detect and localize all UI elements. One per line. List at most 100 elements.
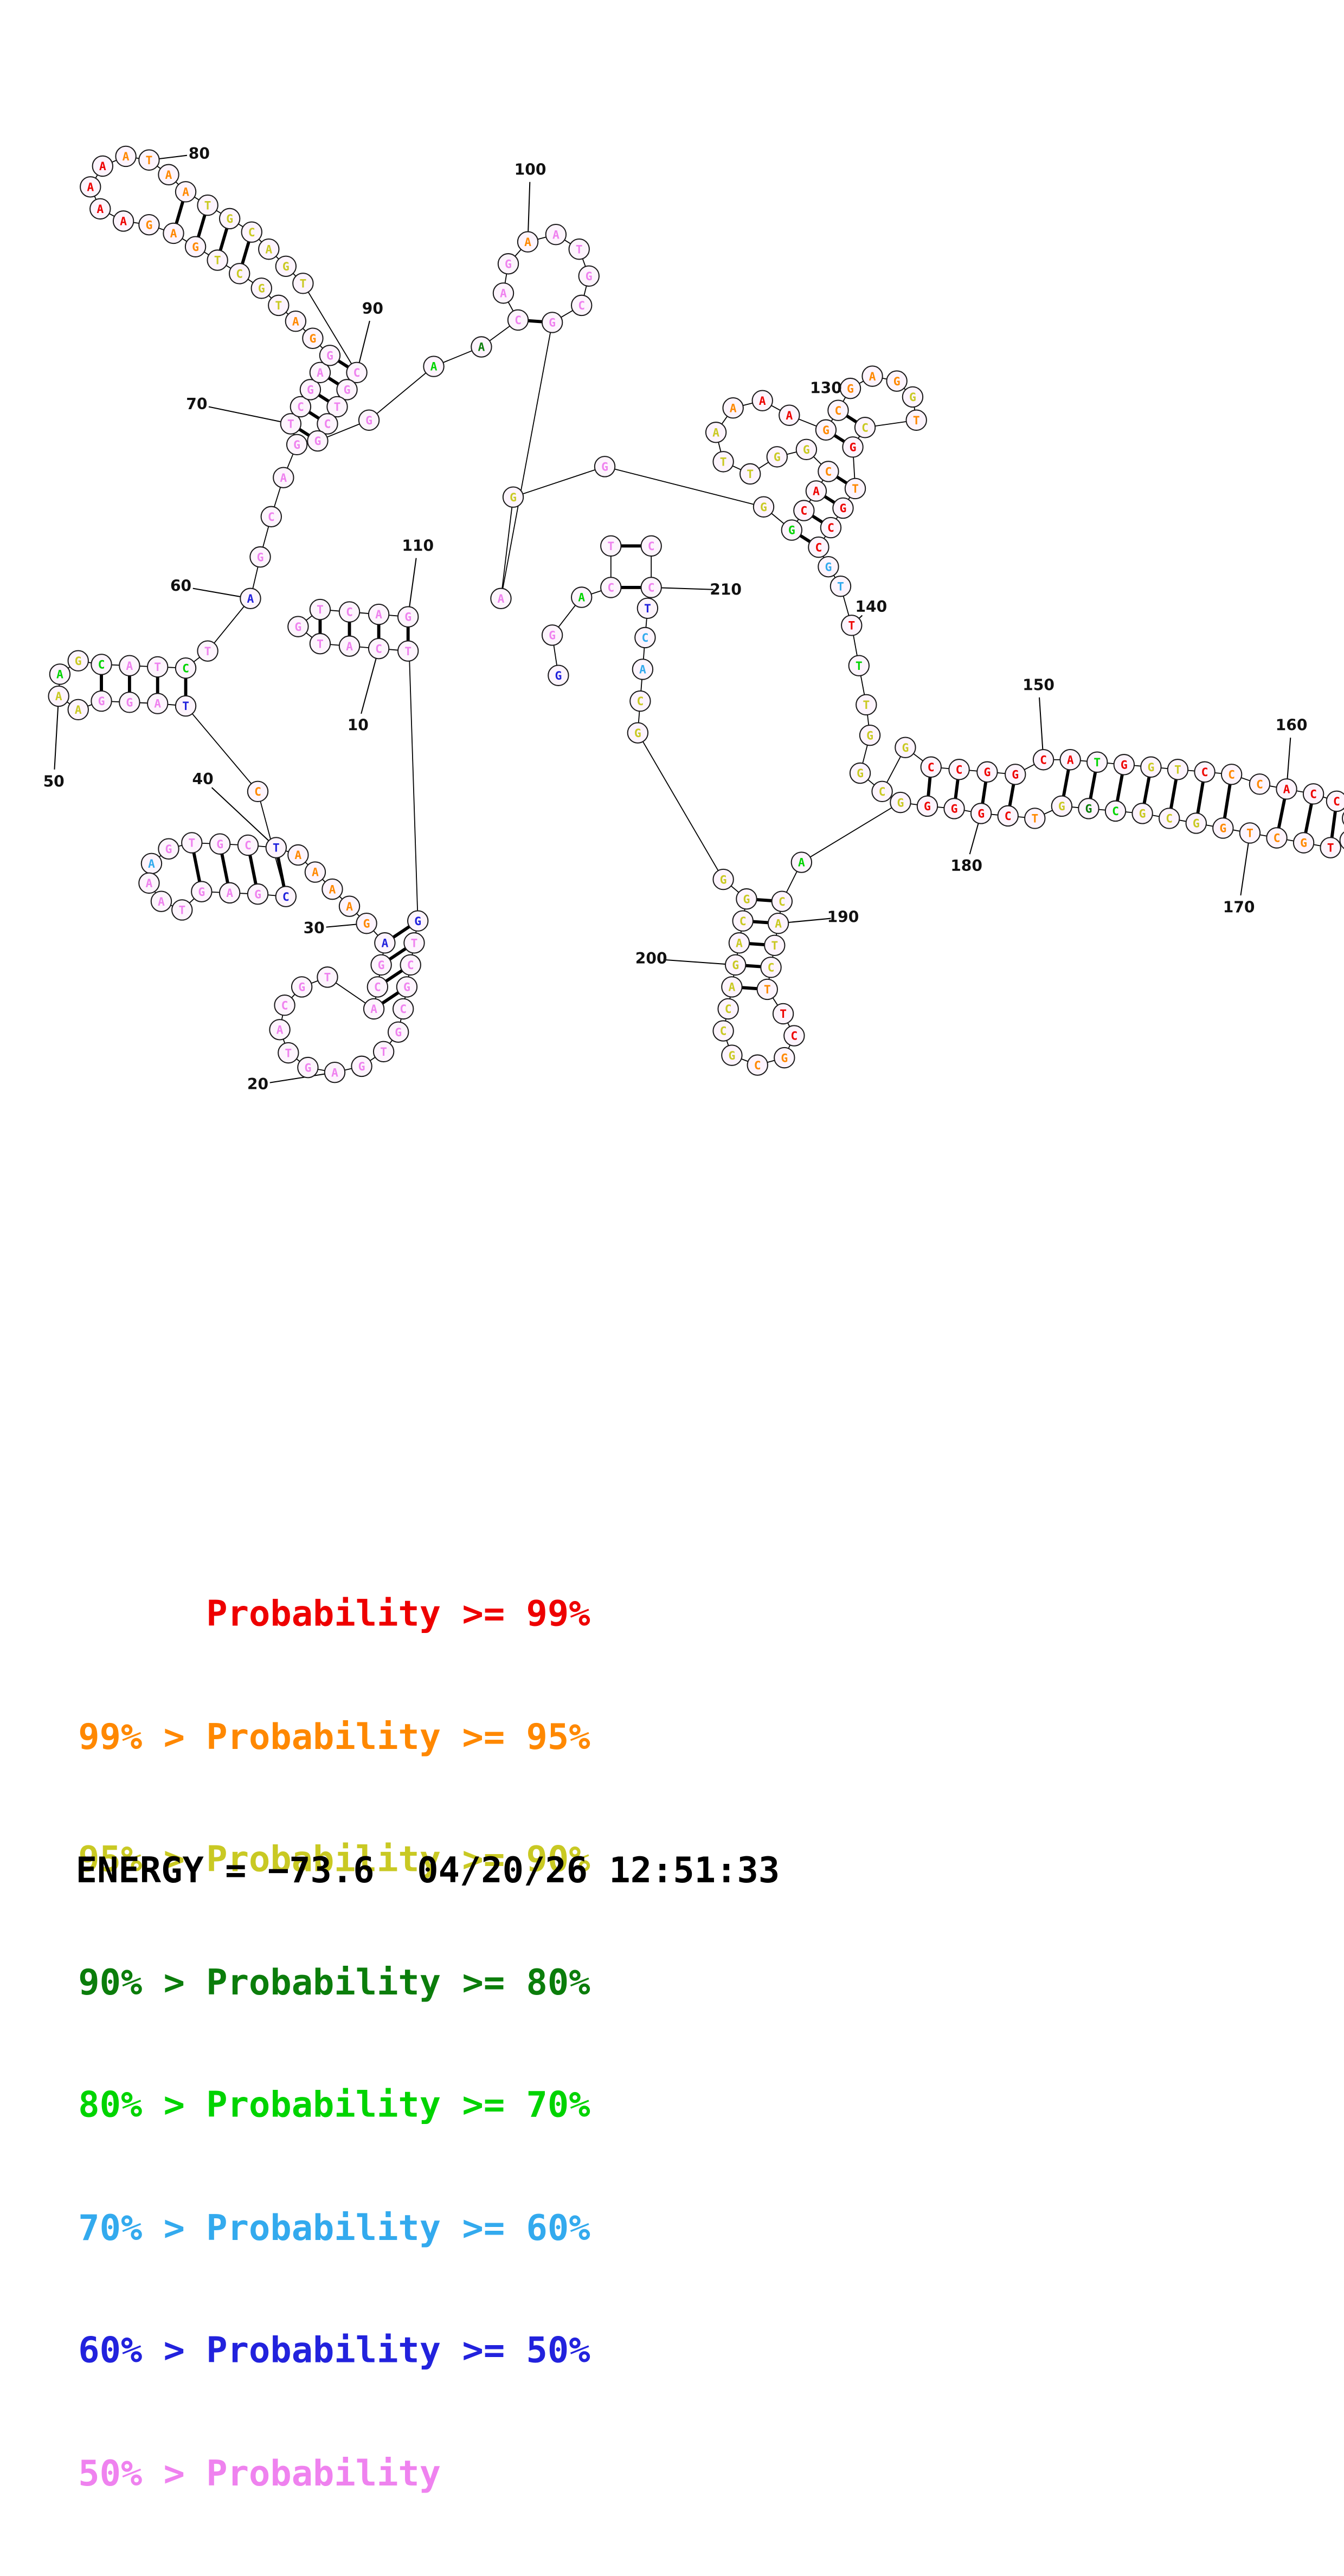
- nucleotide-circle: [292, 273, 314, 294]
- nucleotide-letter: T: [848, 619, 855, 633]
- nucleotide-letter: A: [120, 215, 127, 229]
- nucleotide-letter: G: [781, 1051, 788, 1065]
- position-label: 140: [855, 598, 887, 616]
- nucleotide-letter: T: [154, 661, 161, 674]
- nucleotide-circle: [89, 198, 111, 220]
- nucleotide-circle: [920, 756, 942, 778]
- nucleotide-circle: [832, 497, 854, 519]
- nucleotide-circle: [795, 438, 818, 461]
- nucleotide-circle: [717, 998, 739, 1020]
- nucleotide-letter: C: [720, 1025, 727, 1038]
- nucleotide-letter: A: [578, 591, 585, 605]
- position-label: 190: [827, 908, 859, 926]
- nucleotide-circle: [774, 1047, 795, 1069]
- nucleotide-circle: [368, 603, 390, 625]
- nucleotide-letter: G: [282, 260, 290, 274]
- nucleotide-letter: C: [578, 299, 585, 313]
- nucleotide-circle: [771, 890, 793, 912]
- nucleotide-circle: [600, 535, 622, 557]
- nucleotide-circle: [629, 690, 651, 712]
- backbone-segment: [500, 322, 553, 599]
- nucleotide-circle: [119, 655, 140, 676]
- nucleotide-letter: C: [297, 401, 304, 414]
- nucleotide-circle: [265, 837, 287, 858]
- nucleotide-circle: [970, 803, 992, 824]
- nucleotide-letter: G: [760, 501, 767, 514]
- nucleotide-circle: [309, 598, 331, 621]
- nucleotide-circle: [1113, 754, 1135, 776]
- nucleotide-letter: G: [586, 270, 593, 283]
- nucleotide-letter: G: [298, 981, 305, 995]
- label-leader-line: [269, 1071, 335, 1083]
- nucleotide-letter: C: [254, 785, 261, 799]
- nucleotide-circle: [274, 994, 295, 1016]
- nucleotide-letter: G: [1121, 758, 1128, 772]
- backbone-segment: [801, 802, 901, 863]
- nucleotide-letter: C: [835, 404, 842, 418]
- nucleotide-letter: G: [126, 696, 133, 709]
- nucleotide-letter: T: [317, 603, 324, 617]
- nucleotide-letter: G: [743, 893, 750, 906]
- nucleotide-circle: [80, 176, 101, 198]
- nucleotide-circle: [363, 998, 385, 1020]
- legend-row-90: 95% > Probability >= 90%: [78, 1838, 590, 1880]
- position-label: 50: [43, 772, 65, 790]
- nucleotide-circle: [403, 932, 425, 954]
- nucleotide-letter: T: [747, 468, 754, 481]
- nucleotide-circle: [724, 954, 747, 976]
- nucleotide-letter: G: [378, 959, 385, 972]
- nucleotide-letter: T: [404, 645, 411, 658]
- nucleotide-circle: [112, 210, 134, 232]
- nucleotide-circle: [1249, 773, 1271, 795]
- nucleotide-letter: G: [893, 375, 901, 389]
- nucleotide-circle: [158, 838, 179, 860]
- nucleotide-letter: T: [182, 700, 189, 713]
- nucleotide-letter: A: [55, 690, 62, 703]
- nucleotide-circle: [1032, 749, 1054, 771]
- nucleotide-circle: [1167, 759, 1189, 780]
- nucleotide-circle: [578, 265, 600, 287]
- position-label: 20: [247, 1075, 268, 1093]
- nucleotide-letter: A: [1283, 783, 1290, 796]
- nucleotide-letter: G: [732, 959, 739, 972]
- nucleotide-circle: [805, 480, 827, 502]
- nucleotide-circle: [115, 145, 137, 167]
- nucleotide-circle: [507, 309, 529, 331]
- nucleotide-circle: [732, 910, 754, 932]
- nucleotide-letter: A: [182, 185, 189, 199]
- nucleotide-letter: G: [555, 669, 562, 683]
- nucleotide-letter: G: [98, 695, 105, 708]
- backbone-segment: [185, 705, 259, 792]
- nucleotide-letter: G: [822, 424, 829, 437]
- nucleotide-circle: [1005, 764, 1026, 785]
- nucleotide-letter: T: [299, 277, 306, 290]
- nucleotide-circle: [751, 390, 773, 411]
- nucleotide-letter: C: [407, 959, 414, 972]
- nucleotide-circle: [67, 650, 89, 672]
- nucleotide-circle: [150, 890, 172, 912]
- nucleotide-letter: T: [1094, 756, 1101, 770]
- nucleotide-circle: [856, 694, 877, 716]
- nucleotide-circle: [1326, 790, 1344, 812]
- nucleotide-circle: [827, 399, 849, 421]
- nucleotide-circle: [218, 882, 241, 904]
- nucleotide-circle: [471, 336, 492, 358]
- nucleotide-letter: G: [549, 629, 556, 643]
- nucleotide-circle: [736, 888, 757, 910]
- nucleotide-circle: [829, 576, 852, 597]
- nucleotide-letter: C: [1274, 832, 1281, 845]
- nucleotide-letter: G: [145, 218, 152, 232]
- nucleotide-letter: A: [226, 887, 233, 900]
- nucleotide-letter: C: [768, 961, 775, 975]
- position-label: 160: [1276, 716, 1308, 734]
- nucleotide-circle: [163, 222, 184, 244]
- nucleotide-letter: A: [280, 472, 287, 485]
- nucleotide-circle: [1302, 783, 1324, 805]
- nucleotide-circle: [258, 238, 280, 260]
- position-label: 200: [635, 950, 667, 967]
- nucleotide-letter: A: [381, 937, 388, 950]
- nucleotide-letter: A: [331, 1066, 338, 1080]
- nucleotide-letter: A: [145, 877, 152, 890]
- nucleotide-circle: [839, 377, 861, 399]
- nucleotide-letter: A: [478, 341, 485, 354]
